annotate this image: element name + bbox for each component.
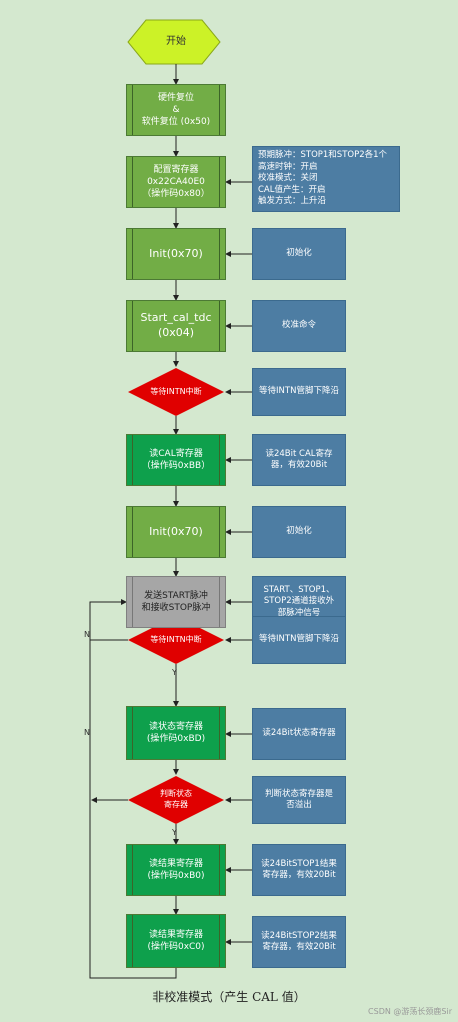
note-wait1: 等待INTN管脚下降沿 <box>252 368 346 416</box>
note-readres1: 读24BitSTOP1结果 寄存器，有效20Bit <box>252 844 346 896</box>
step-readcal: 读CAL寄存器 （操作码0xBB） <box>126 434 226 486</box>
step-startcal: Start_cal_tdc (0x04) <box>126 300 226 352</box>
decision-diamond-wait1 <box>128 368 224 416</box>
note-init2: 初始化 <box>252 506 346 558</box>
note-readstatus: 读24Bit状态寄存器 <box>252 708 346 760</box>
main-arrows <box>89 64 252 979</box>
note-config: 预期脉冲：STOP1和STOP2各1个 高速时钟：开启 校准模式：关闭 CAL值… <box>252 146 400 212</box>
step-config: 配置寄存器 0x22CA40E0 （操作码0x80） <box>126 156 226 208</box>
label-y-judge: Y <box>172 828 177 837</box>
decision-diamond-judge <box>128 776 224 824</box>
note-wait2: 等待INTN管脚下降沿 <box>252 616 346 664</box>
decision-diamond-wait2 <box>128 616 224 664</box>
diagram-caption: 非校准模式（产生 CAL 值） <box>152 990 306 1004</box>
step-init2: Init(0x70) <box>126 506 226 558</box>
note-readcal: 读24Bit CAL寄存 器，有效20Bit <box>252 434 346 486</box>
decision-shapes <box>128 368 224 824</box>
step-reset: 硬件复位 & 软件复位 (0x50) <box>126 84 226 136</box>
note-init1: 初始化 <box>252 228 346 280</box>
note-judge: 判断状态寄存器是 否溢出 <box>252 776 346 824</box>
note-startcal: 校准命令 <box>252 300 346 352</box>
start-shape <box>127 19 221 65</box>
label-y-wait2: Y <box>172 668 177 677</box>
step-readres1: 读结果寄存器 (操作码0xB0) <box>126 844 226 896</box>
decision-wait2-label: 等待INTN中断 <box>150 634 202 644</box>
label-n-loop2: N <box>84 728 90 737</box>
decision-wait1-label: 等待INTN中断 <box>150 386 202 396</box>
watermark: CSDN @游荡长颈鹿Sir <box>368 1007 452 1016</box>
decision-judge-label: 判断状态 寄存器 <box>160 789 192 809</box>
label-n-loop1: N <box>84 630 90 639</box>
step-sendpulse: 发送START脉冲 和接收STOP脉冲 <box>126 576 226 628</box>
start-node: 开始 <box>166 36 186 48</box>
step-init1: Init(0x70) <box>126 228 226 280</box>
step-readstatus: 读状态寄存器 (操作码0xBD) <box>126 706 226 760</box>
step-readres2: 读结果寄存器 (操作码0xC0) <box>126 914 226 968</box>
note-readres2: 读24BitSTOP2结果 寄存器，有效20Bit <box>252 916 346 968</box>
